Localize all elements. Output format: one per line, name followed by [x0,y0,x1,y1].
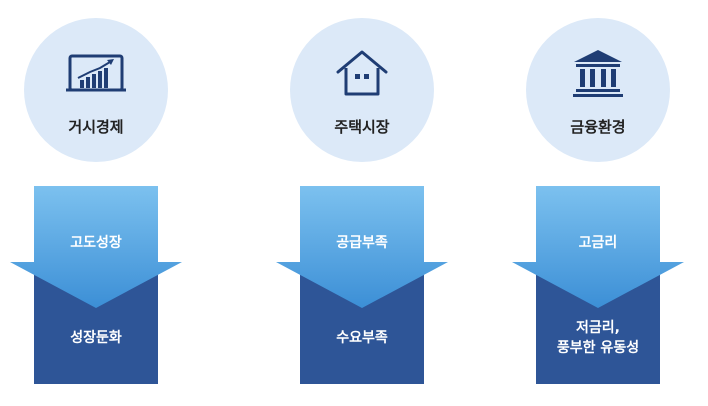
before-label: 고도성장 [70,235,122,251]
transition-arrow: 공급부족 수요부족 [272,186,452,384]
category-label: 거시경제 [68,118,124,136]
arrow-shape [512,186,684,384]
house-icon [336,50,388,96]
arrow-shape [276,186,448,384]
before-label: 고금리 [578,235,618,251]
category-circle: 금융환경 [526,18,670,162]
before-label: 공급부족 [336,235,388,251]
column-macro-economy: 거시경제 고도성장 성장둔화 [6,0,186,406]
transition-arrow: 고금리 저금리, 풍부한 유동성 [508,186,688,384]
category-label: 금융환경 [570,118,626,136]
column-housing-market: 주택시장 공급부족 수요부족 [272,0,452,406]
bank-icon [573,50,623,97]
transition-arrow: 고도성장 성장둔화 [6,186,186,384]
after-label: 수요부족 [336,330,388,346]
column-financial-environment: 금융환경 고금리 저금리, 풍부한 유동성 [508,0,688,406]
line-chart-icon [66,54,126,92]
category-circle: 거시경제 [24,18,168,162]
category-label: 주택시장 [334,118,390,136]
after-label: 저금리, 풍부한 유동성 [556,320,640,356]
after-label: 성장둔화 [70,330,122,346]
arrow-shape [10,186,182,384]
category-circle: 주택시장 [290,18,434,162]
